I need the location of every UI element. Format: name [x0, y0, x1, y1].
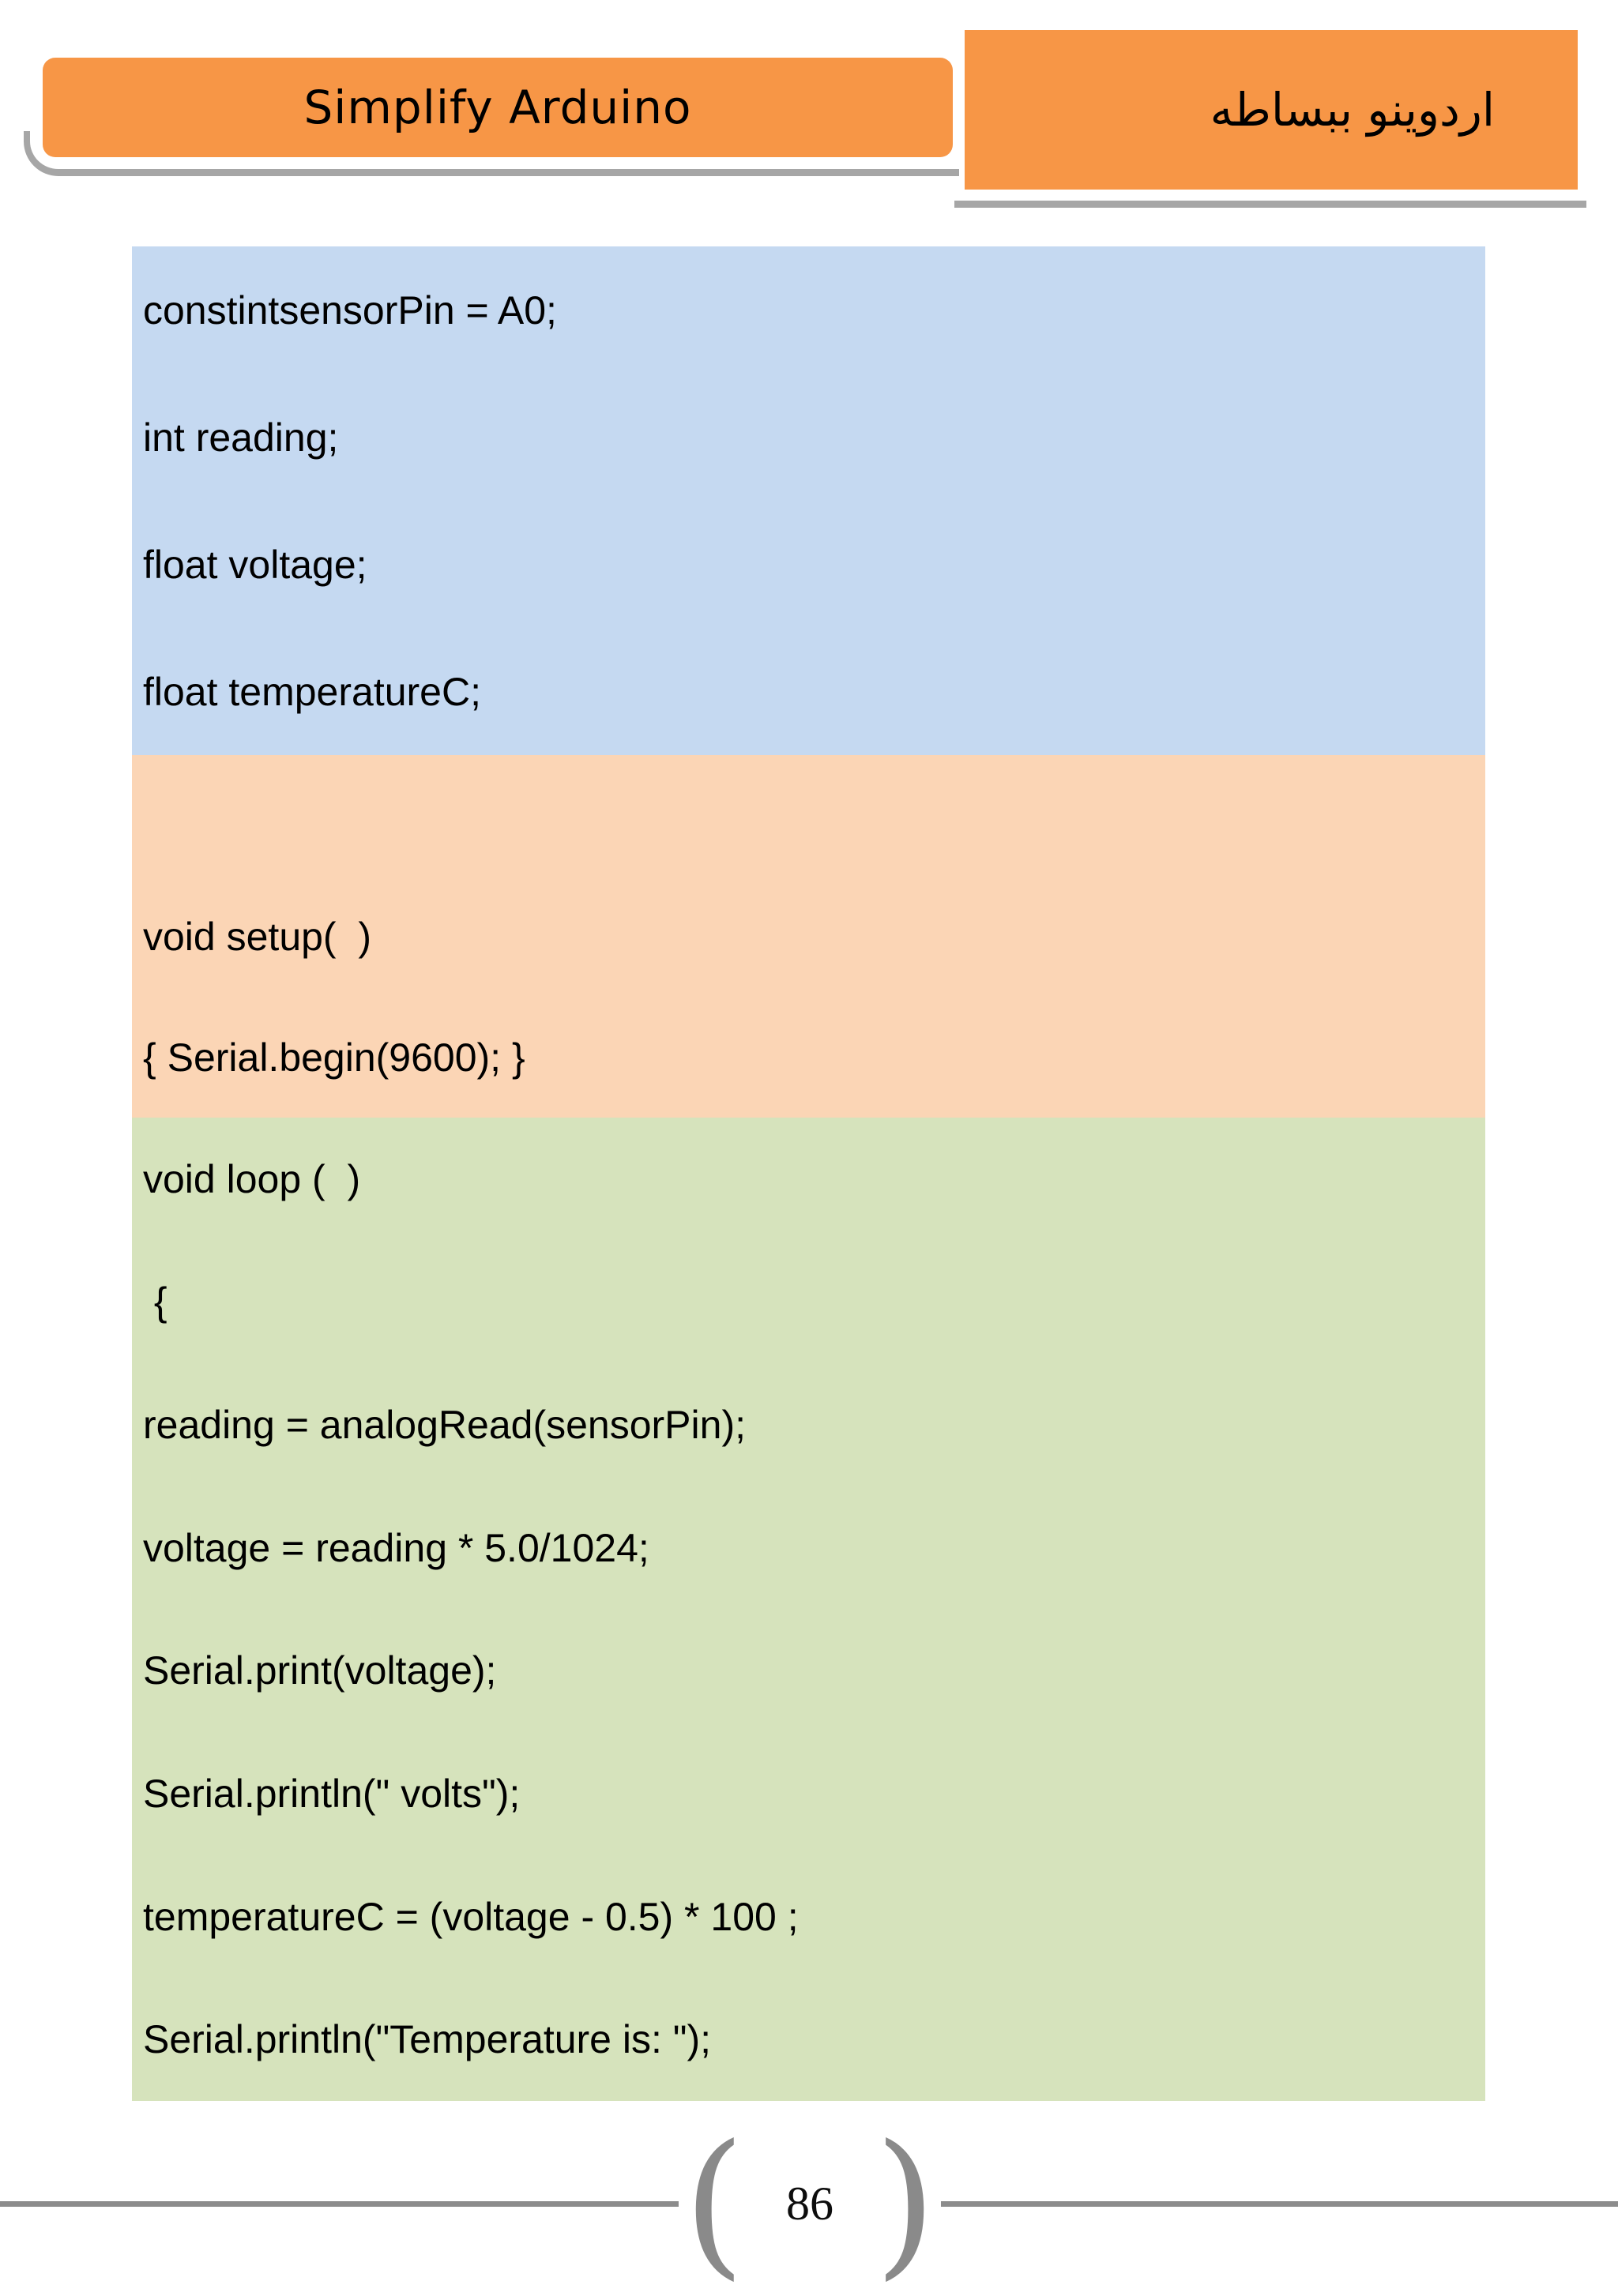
code-line: reading = analogRead(sensorPin);	[143, 1403, 746, 1448]
code-line: void setup( )	[143, 914, 372, 959]
code-section-declarations: constintsensorPin = A0; int reading; flo…	[132, 246, 1485, 755]
code-line: Serial.println("Temperature is: ");	[143, 2017, 712, 2062]
code-line: Serial.println(" volts");	[143, 1771, 521, 1816]
code-line: int reading;	[143, 415, 339, 460]
code-line: { Serial.begin(9600); }	[143, 1035, 525, 1080]
banner-shadow-swoosh	[24, 131, 959, 176]
left-bracket-glyph: (	[683, 2111, 745, 2295]
header-banner-english: Simplify Arduino	[43, 58, 953, 157]
page-number-badge: ( 86 )	[678, 2111, 942, 2295]
header-banner-arabic: اردوينو ببساطه	[965, 30, 1578, 190]
code-line: voltage = reading * 5.0/1024;	[143, 1525, 649, 1570]
code-line: {	[143, 1280, 167, 1325]
code-line: float voltage;	[143, 542, 367, 587]
code-line: float temperatureC;	[143, 669, 481, 714]
banner-arabic-underline	[954, 201, 1586, 208]
code-line: constintsensorPin = A0;	[143, 287, 557, 333]
page-number: 86	[786, 2177, 833, 2230]
code-section-setup: void setup( ) { Serial.begin(9600); }	[132, 755, 1485, 1118]
page-title-arabic: اردوينو ببساطه	[1210, 83, 1495, 137]
right-bracket-glyph: )	[875, 2111, 937, 2295]
page-title-english: Simplify Arduino	[303, 81, 692, 134]
code-section-loop: void loop ( ) { reading = analogRead(sen…	[132, 1118, 1485, 2101]
code-line: Serial.print(voltage);	[143, 1648, 497, 1693]
code-line: temperatureC = (voltage - 0.5) * 100 ;	[143, 1894, 799, 1939]
code-line	[143, 792, 1485, 840]
code-line: void loop ( )	[143, 1156, 361, 1201]
